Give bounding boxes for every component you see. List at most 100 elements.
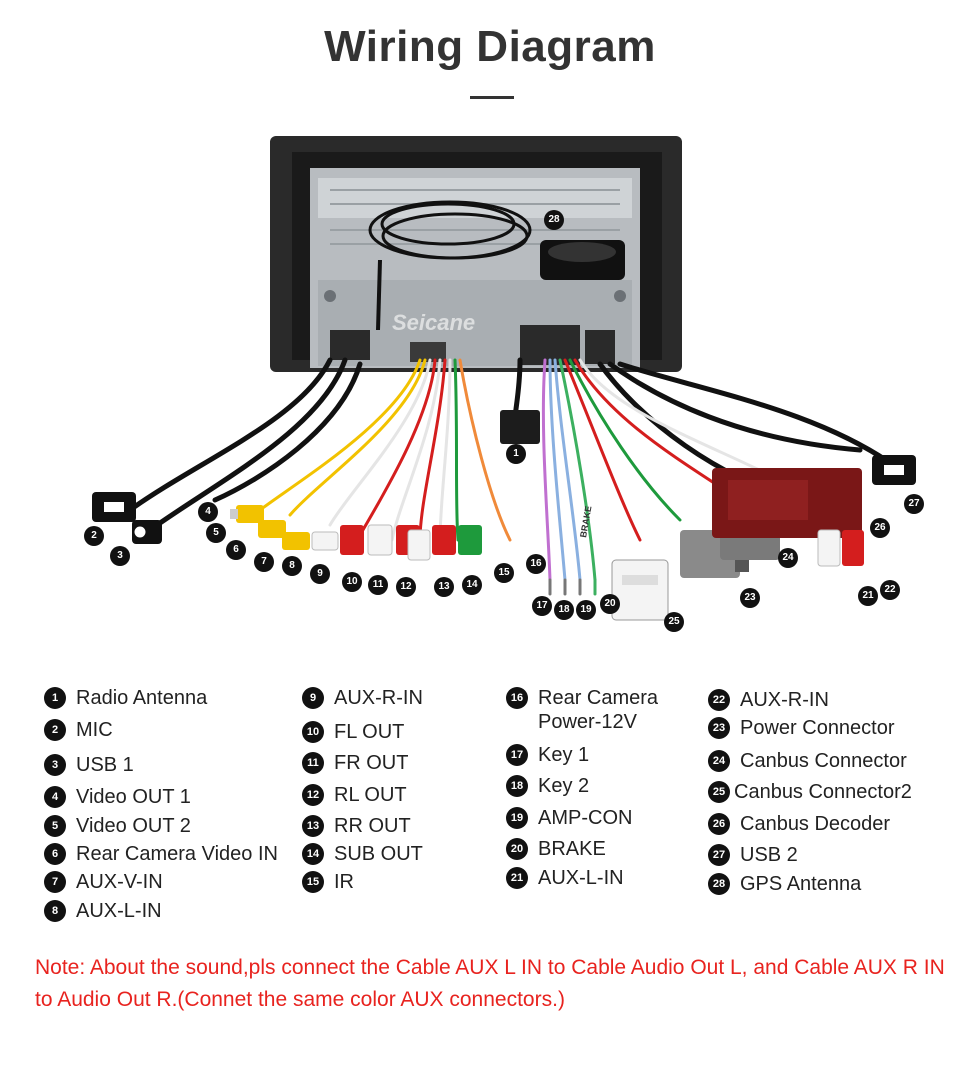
legend-label: AUX-L-IN: [538, 867, 624, 889]
legend-label: AUX-R-IN: [740, 689, 829, 711]
canbus-connector-2: [611, 559, 669, 621]
legend-item-key-2: 18 Key 2: [506, 774, 589, 798]
legend-item-usb2: 27 USB 2: [708, 843, 798, 867]
rca-green: [458, 525, 482, 555]
legend-number: 3: [44, 754, 66, 776]
callout-12: 12: [396, 577, 416, 597]
head-unit: [270, 136, 682, 372]
rca-yellow-2: [258, 520, 286, 538]
callout-21: 21: [858, 586, 878, 606]
legend-number: 27: [708, 844, 730, 866]
legend-number: 1: [44, 687, 66, 709]
callout-10: 10: [342, 572, 362, 592]
legend-label: MIC: [76, 719, 113, 741]
legend-number: 10: [302, 721, 324, 743]
callout-15: 15: [494, 563, 514, 583]
callout-19: 19: [576, 600, 596, 620]
legend-label: Key 2: [538, 775, 590, 797]
legend-label: RL OUT: [334, 784, 407, 806]
canbus-decoder: [712, 468, 862, 538]
rca-yellow-1: [230, 505, 264, 523]
radio-antenna-plug: [500, 410, 540, 444]
legend-label: Canbus Connector2: [734, 781, 912, 803]
legend-number: 12: [302, 784, 324, 806]
page-title: Wiring Diagram: [324, 22, 656, 71]
callout-16: 16: [526, 554, 546, 574]
wiring-diagram: Seicane BRAKE 1 2 3 4 5 6 7 8 9 10 11 12…: [0, 120, 980, 660]
legend-number: 7: [44, 871, 66, 893]
callout-14: 14: [462, 575, 482, 595]
callout-25: 25: [664, 612, 684, 632]
legend-label: IR: [334, 871, 354, 893]
legend-label: GPS Antenna: [740, 873, 862, 895]
rca-white-1: [311, 531, 339, 551]
callout-18: 18: [554, 600, 574, 620]
legend-item-video-out-1: 4 Video OUT 1: [44, 785, 191, 809]
legend-number: 2: [44, 719, 66, 741]
legend-item-mic: 2 MIC: [44, 718, 113, 742]
legend-number: 25: [708, 781, 730, 803]
gps-antenna: [368, 200, 532, 260]
rca-red-1: [340, 525, 364, 555]
callout-27: 27: [904, 494, 924, 514]
legend-label: USB 2: [740, 844, 798, 866]
legend-label: Rear Camera Video IN: [76, 843, 278, 865]
callout-2: 2: [84, 526, 104, 546]
legend-number: 8: [44, 900, 66, 922]
legend-item-video-out-2: 5 Video OUT 2: [44, 814, 191, 838]
wiring-illustration: Seicane BRAKE: [92, 136, 916, 621]
aux-rca-pair: [817, 529, 864, 567]
title-underline: [470, 96, 514, 99]
legend-label: AMP-CON: [538, 807, 633, 829]
legend-label: FL OUT: [334, 721, 405, 743]
legend-item-radio-antenna: 1 Radio Antenna: [44, 686, 207, 710]
sound-note: Note: About the sound,pls connect the Ca…: [35, 956, 945, 1011]
callout-5: 5: [206, 523, 226, 543]
legend-number: 16: [506, 687, 528, 709]
legend-number: 18: [506, 775, 528, 797]
callout-8: 8: [282, 556, 302, 576]
legend-label: Key 1: [538, 744, 590, 766]
legend-label: USB 1: [76, 754, 134, 776]
legend-item-fl-out: 10 FL OUT: [302, 720, 404, 744]
legend-label: Radio Antenna: [76, 687, 208, 709]
legend-number: 20: [506, 838, 528, 860]
callout-9: 9: [310, 564, 330, 584]
usb1-connector: [92, 492, 136, 522]
brand-watermark: Seicane: [392, 310, 475, 335]
legend-item-rl-out: 12 RL OUT: [302, 783, 407, 807]
legend-number: 5: [44, 815, 66, 837]
legend-label: SUB OUT: [334, 843, 423, 865]
callout-23: 23: [740, 588, 760, 608]
legend-label: Video OUT 2: [76, 815, 191, 837]
legend-label: FR OUT: [334, 752, 409, 774]
callout-24: 24: [778, 548, 798, 568]
callout-17: 17: [532, 596, 552, 616]
legend-number: 13: [302, 815, 324, 837]
legend-number: 26: [708, 813, 730, 835]
legend-item-power-connector: 23 Power Connector: [708, 716, 895, 740]
callout-11: 11: [368, 575, 388, 595]
legend-label: AUX-R-IN: [334, 687, 423, 709]
legend-number: 4: [44, 786, 66, 808]
legend-label: Video OUT 1: [76, 786, 191, 808]
callout-13: 13: [434, 577, 454, 597]
legend-label: Canbus Connector: [740, 750, 907, 772]
legend-number: 23: [708, 717, 730, 739]
legend-label: Power Connector: [740, 717, 895, 739]
usb2-connector: [872, 455, 916, 485]
